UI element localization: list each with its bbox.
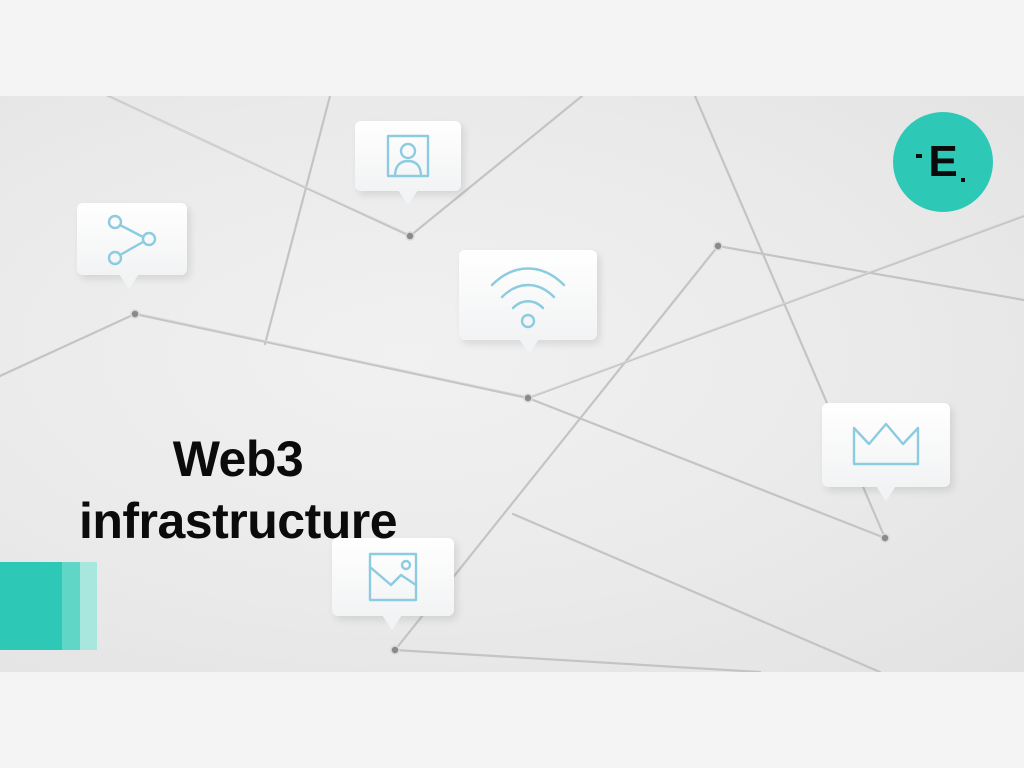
title-line-2: infrastructure [78,492,398,549]
brand-logo: E [893,112,993,212]
crown-bubble [822,403,950,487]
pin [523,393,533,403]
crown-icon [852,422,920,466]
pin [130,309,140,319]
pin [713,241,723,251]
web3-banner [0,96,1024,672]
page-title: Web3 infrastructure [48,428,428,552]
pin [880,533,890,543]
wifi-icon [490,267,566,329]
pin [390,645,400,655]
network-strings [0,96,1024,672]
logo-dot-right [960,178,965,182]
title-line-1: Web3 [172,430,304,487]
logo-dot-left [916,154,923,158]
accent-block-dark [0,562,62,650]
user-portrait-icon [386,134,430,178]
user-portrait-bubble [355,121,461,191]
logo-letter-text: E [928,137,958,186]
share-bubble [77,203,187,275]
logo-letter: E [916,137,965,186]
image-bubble [332,538,454,616]
pin [405,231,415,241]
share-icon [107,214,157,266]
image-icon [368,552,418,602]
wifi-bubble [459,250,597,340]
